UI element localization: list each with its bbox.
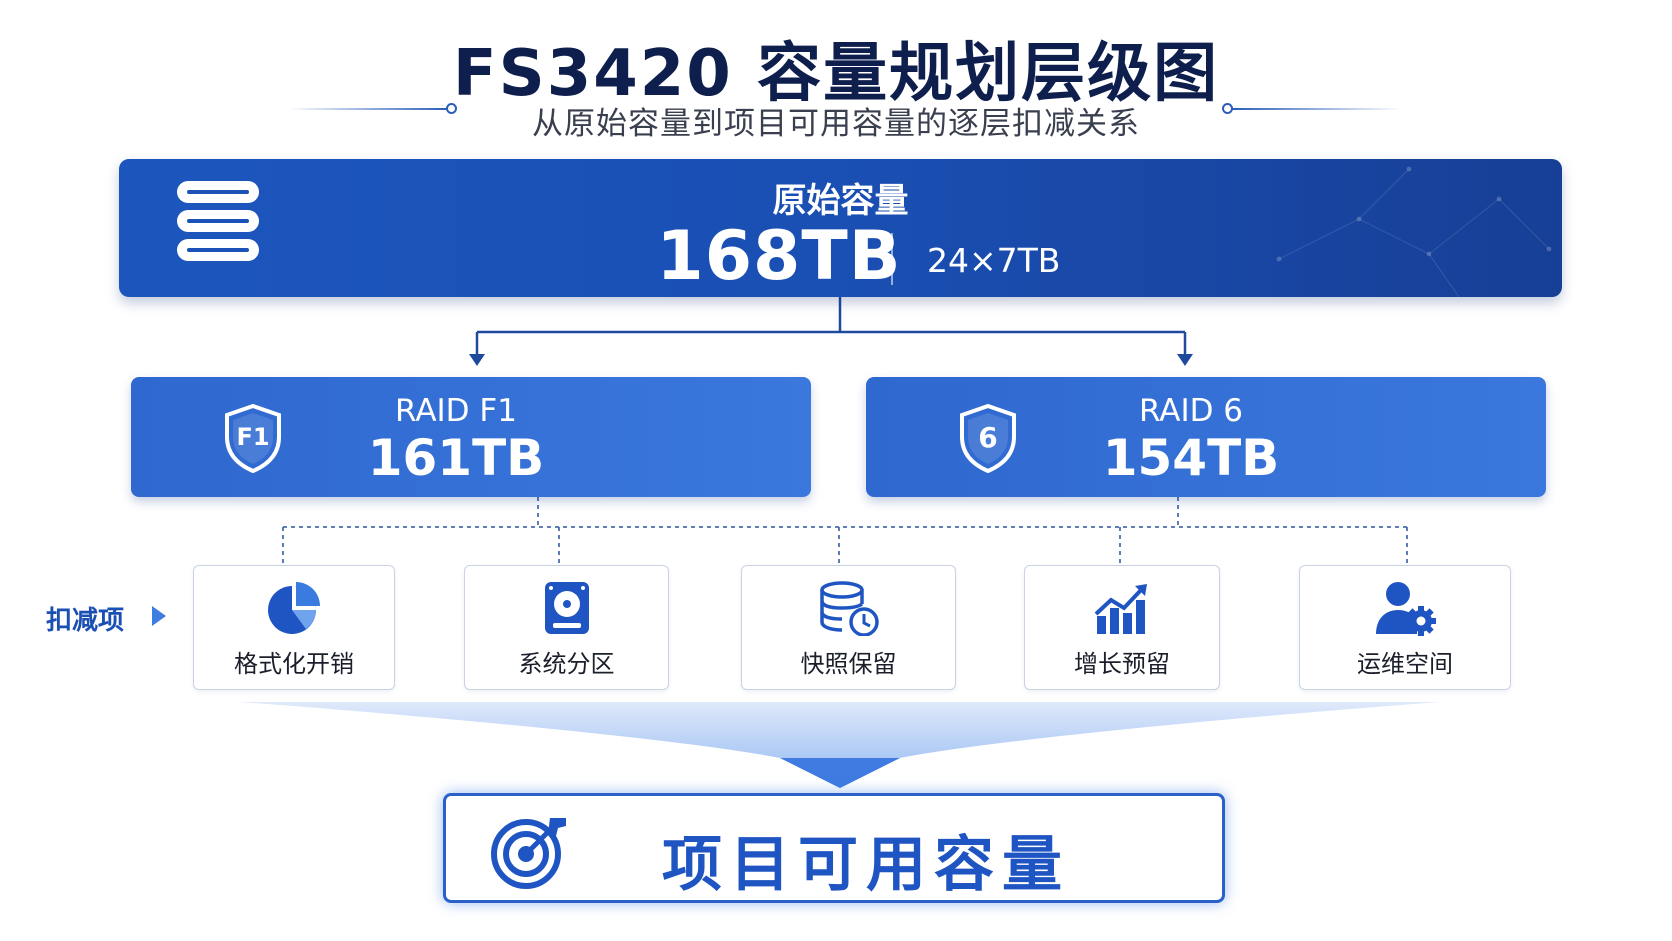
deductions-label: 扣减项 [46, 606, 125, 636]
raw-capacity-separator [891, 233, 893, 285]
deduction-item-label: 运维空间 [1357, 650, 1453, 678]
pie-chart-icon [268, 582, 320, 634]
shield-6-icon: 6 [960, 403, 1016, 473]
deduction-item-label: 系统分区 [518, 650, 615, 678]
deduction-item-label: 增长预留 [1074, 650, 1170, 678]
raid-f1-panel: F1 RAID F1 161TB [131, 377, 811, 497]
deduction-item-growth: 增长预留 [1024, 565, 1220, 690]
deduction-item-system-partition: 系统分区 [464, 565, 669, 690]
title-decoration-right [1232, 108, 1402, 110]
usable-capacity-label: 项目可用容量 [662, 830, 1070, 900]
shield-f1-badge: F1 [236, 423, 269, 451]
raid-6-name: RAID 6 [1138, 393, 1244, 429]
deduction-item-snapshot: 快照保留 [741, 565, 956, 690]
raw-capacity-panel: 原始容量 168TB 24×7TB [119, 159, 1562, 297]
usable-capacity-panel: 项目可用容量 [443, 793, 1225, 903]
raid-6-panel: 6 RAID 6 154TB [866, 377, 1546, 497]
raw-capacity-value: 168TB [656, 217, 902, 296]
raid-6-value: 154TB [1102, 429, 1280, 487]
page-subtitle: 从原始容量到项目可用容量的逐层扣减关系 [532, 106, 1140, 142]
chevron-right-icon [152, 606, 166, 626]
target-icon [491, 818, 566, 889]
network-pattern [1276, 166, 1552, 297]
raw-capacity-label: 原始容量 [772, 181, 909, 221]
database-server-icon [177, 181, 259, 261]
page-title: FS3420 容量规划层级图 [452, 37, 1220, 111]
raw-capacity-detail: 24×7TB [927, 241, 1061, 280]
deduction-item-operations: 运维空间 [1299, 565, 1511, 690]
shield-f1-icon: F1 [225, 403, 281, 473]
shield-6-badge: 6 [978, 421, 997, 454]
deduction-item-label: 格式化开销 [234, 650, 354, 678]
database-clock-icon [819, 581, 879, 636]
hard-disk-icon [544, 582, 589, 634]
raid-f1-name: RAID F1 [395, 393, 517, 429]
deduction-item-label: 快照保留 [800, 650, 897, 678]
deduction-item-format: 格式化开销 [193, 565, 395, 690]
growth-chart-icon [1094, 584, 1147, 634]
title-decoration-left [288, 108, 448, 110]
funnel-arrow [240, 702, 1440, 788]
raid-f1-value: 161TB [367, 429, 545, 487]
user-gear-icon [1376, 582, 1436, 636]
title-decoration-dot-left [446, 103, 457, 114]
